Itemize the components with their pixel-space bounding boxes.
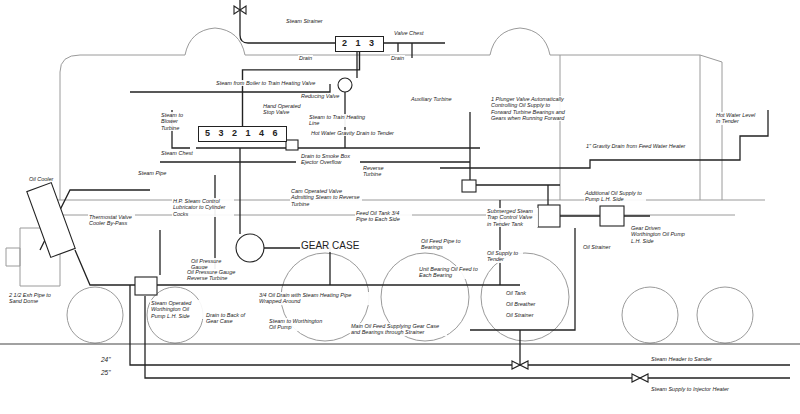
locomotive-outline [622, 287, 678, 343]
part-label: Oil Breather [505, 301, 536, 307]
part-label: Drain [298, 55, 313, 61]
part-label: Oil Strainer [505, 312, 535, 318]
part-label: Hot Water Level in Tender [715, 112, 762, 125]
part-label: GEAR CASE [300, 240, 360, 252]
locomotive-outline [481, 253, 569, 341]
part-label: Steam Pipe [137, 170, 167, 176]
pipe-fitting [338, 78, 352, 92]
part-label: Steam to Train Heating Line [308, 114, 370, 127]
part-label: 1" Gravity Drain from Feed Water Heater [585, 143, 686, 149]
pipe-fitting [135, 277, 157, 295]
part-label: Oil Tank [505, 290, 527, 296]
locomotive-outline [697, 287, 753, 343]
pipe [240, 0, 335, 43]
part-label: Oil Pressure Gauge Reverse Turbine [186, 269, 238, 282]
part-label: Drain [390, 55, 405, 61]
pipe-fitting [538, 205, 560, 227]
part-label: Main Oil Feed Supplying Gear Case and Be… [350, 323, 447, 336]
pipe [356, 50, 357, 78]
part-label: Additional Oil Supply to Pump L.H. Side [584, 190, 646, 203]
part-label: Steam Chest [160, 150, 194, 156]
part-label: Drain to Back of Gear Case [205, 312, 252, 325]
pipe [470, 112, 560, 185]
pipe [470, 228, 575, 330]
part-label: 25" [100, 369, 112, 376]
header-number: 2 1 3 [342, 39, 377, 49]
pipe-fitting [632, 374, 648, 382]
part-label: Feed Oil Tank 3/4 Pipe to Each Side [355, 210, 412, 223]
pipe [264, 248, 330, 285]
pipe-fitting [27, 183, 75, 258]
part-label: Hand Operated Stop Valve [262, 103, 302, 116]
pipe-fitting [236, 234, 264, 262]
rail [0, 343, 800, 344]
rail [0, 343, 800, 344]
part-label: 3/4 Oil Drain with Steam Heating Pipe Wr… [258, 292, 370, 305]
pipe [40, 0, 790, 378]
part-label: Submerged Steam Trap Control Valve in Te… [486, 208, 538, 227]
part-label: Steam Strainer [285, 18, 324, 24]
pipe-fitting [600, 206, 624, 226]
pipe-fitting [234, 6, 246, 14]
part-label: Oil Cooler [28, 176, 54, 182]
pipe [145, 296, 790, 378]
part-label: Gear Driven Worthington Oil Pump L.H. Si… [630, 225, 692, 244]
pipe-fitting [286, 140, 298, 150]
part-label: Steam Header to Sander [650, 356, 713, 362]
valve-header: 5 3 2 1 4 6 [198, 126, 287, 142]
pipe [547, 185, 548, 205]
part-label: Unit Bearing Oil Feed to Each Bearing [418, 266, 480, 279]
pipe-fitting [462, 180, 476, 192]
part-label: Steam from Boiler to Train Heating Valve [215, 80, 316, 86]
valve-header: 2 1 3 [335, 36, 384, 52]
pipe-fitting [512, 361, 528, 369]
pipe [196, 147, 480, 148]
part-label: Thermostat Valve Cooler By-Pass [88, 214, 135, 227]
part-label: Reverse Turbine [362, 165, 399, 178]
header-number: 5 3 2 1 4 6 [205, 129, 280, 139]
part-label: Hot Water Gravity Drain to Tender [310, 130, 395, 136]
locomotive-outline [6, 28, 765, 343]
part-label: Drain to Smoke Box Ejector Overflow [300, 153, 357, 166]
pipe-fitting [27, 6, 648, 382]
part-label: Oil Supply to Tender [486, 250, 523, 263]
part-label: Oil Strainer [582, 244, 612, 250]
part-label: H.P. Steam Control Lubricator to Cylinde… [172, 198, 234, 217]
part-label: Steam Supply to Injector Heater [650, 386, 730, 392]
locomotive-outline [60, 28, 700, 200]
part-label: Valve Chest [393, 30, 424, 36]
part-label: 2 1/2 Exh Pipe to Sand Dome [8, 292, 58, 305]
part-label: Oil Feed Pipe to Bearings [420, 238, 477, 251]
part-label: Steam to Blower Turbine [160, 112, 196, 131]
locomotive-outline [560, 55, 722, 200]
part-label: 24" [100, 356, 112, 363]
part-label: 1 Plunger Valve Automatically Controllin… [490, 96, 572, 121]
part-label: Steam Operated Worthington Oil Pump L.H.… [150, 300, 204, 319]
part-label: Auxiliary Turbine [410, 96, 453, 102]
pipe [519, 330, 520, 365]
part-label: Reducing Valve [300, 93, 340, 99]
part-label: Steam to Worthington Oil Pump [268, 318, 325, 331]
locomotive-outline [67, 287, 123, 343]
pipe [160, 148, 240, 275]
part-label: Cam Operated Valve Admitting Steam to Re… [290, 188, 362, 207]
pipe [130, 285, 790, 365]
